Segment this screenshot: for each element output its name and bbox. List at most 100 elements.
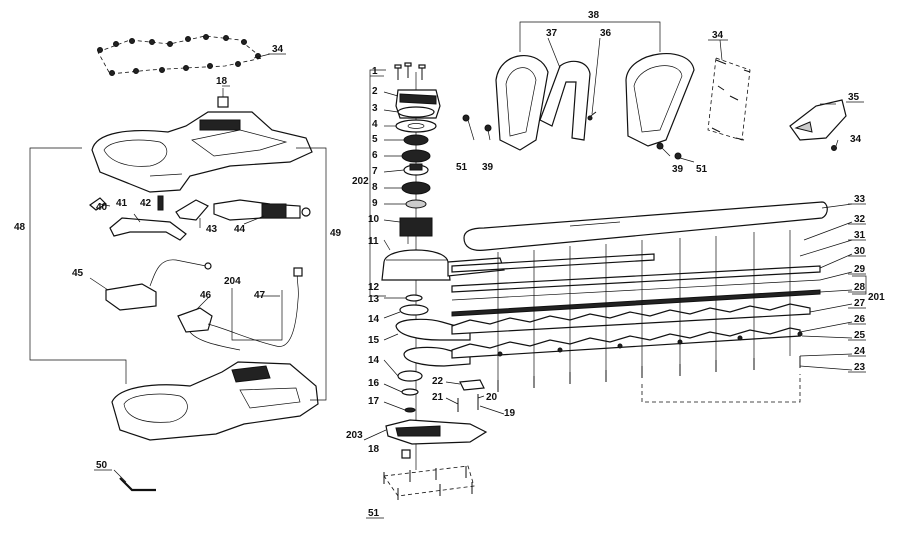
callout-48: 48 xyxy=(14,222,26,233)
pins-19-21 xyxy=(457,394,479,412)
callout-30: 30 xyxy=(854,246,866,257)
bracket-1-12 xyxy=(369,69,386,297)
callout-43: 43 xyxy=(206,224,218,235)
housing-upper xyxy=(91,111,313,193)
bottom-cover-203 xyxy=(385,419,488,445)
callout-20: 20 xyxy=(486,392,498,403)
callout-14b: 14 xyxy=(368,355,380,366)
callout-12: 12 xyxy=(368,282,380,293)
callout-18b: 18 xyxy=(368,444,380,455)
callout-17: 17 xyxy=(368,396,380,407)
callout-8: 8 xyxy=(372,182,378,193)
callout-9: 9 xyxy=(372,198,378,209)
knob-18b xyxy=(401,449,411,459)
callout-19: 19 xyxy=(504,408,516,419)
blade-26 xyxy=(451,327,801,359)
callout-51b: 51 xyxy=(696,164,708,175)
bar-31 xyxy=(451,253,655,273)
callout-34c: 34 xyxy=(850,134,862,145)
callout-1: 1 xyxy=(372,66,378,77)
callout-45: 45 xyxy=(72,268,84,279)
shaft-lines xyxy=(497,230,791,380)
callout-23: 23 xyxy=(854,362,866,373)
callout-201: 201 xyxy=(868,292,885,303)
bolt-bracket xyxy=(641,374,801,403)
screw-51a xyxy=(462,114,470,122)
washer-3 xyxy=(397,106,435,118)
screw-set-34b xyxy=(707,57,751,141)
bracket-38 xyxy=(519,21,661,52)
spring-42 xyxy=(157,195,164,211)
callout-13: 13 xyxy=(368,294,380,305)
blade-27 xyxy=(451,303,811,335)
callout-31: 31 xyxy=(854,230,866,241)
spacer-14a xyxy=(399,304,429,316)
gear-housing-10 xyxy=(399,217,433,244)
callout-34b: 34 xyxy=(712,30,724,41)
callout-18a: 18 xyxy=(216,76,228,87)
screw-51b xyxy=(674,152,682,160)
bolts-23 xyxy=(497,356,801,392)
grip-37 xyxy=(539,60,591,141)
callout-44: 44 xyxy=(234,224,246,235)
battery-connector-45 xyxy=(105,259,212,311)
callout-labels: 1 2 3 4 5 6 7 202 8 9 10 11 12 13 14 15 … xyxy=(14,10,885,519)
callout-40: 40 xyxy=(96,202,108,213)
callout-16: 16 xyxy=(368,378,380,389)
gear-7 xyxy=(403,163,429,176)
spacer-14b xyxy=(397,370,423,382)
switch-41 xyxy=(109,217,187,241)
callout-27: 27 xyxy=(854,298,866,309)
callout-underlines xyxy=(94,39,866,519)
blade-guard-33 xyxy=(463,201,828,251)
blade-28 xyxy=(451,289,821,317)
screws-1 xyxy=(394,62,426,80)
bracket-43 xyxy=(175,199,209,221)
callout-2: 2 xyxy=(372,86,378,97)
bracket-204 xyxy=(231,288,283,341)
callout-28: 28 xyxy=(854,282,866,293)
cover-35 xyxy=(789,99,847,141)
callout-51c: 51 xyxy=(368,508,380,519)
callout-37: 37 xyxy=(546,28,558,39)
gear-8 xyxy=(401,181,431,195)
callout-49: 49 xyxy=(330,228,342,239)
callout-22: 22 xyxy=(432,376,444,387)
callout-50: 50 xyxy=(96,460,108,471)
callout-4: 4 xyxy=(372,119,378,130)
bracket-48 xyxy=(29,147,127,384)
front-guard xyxy=(495,55,549,151)
callout-21: 21 xyxy=(432,392,444,403)
leader-lines xyxy=(89,37,853,483)
callout-38: 38 xyxy=(588,10,600,21)
bearing-9 xyxy=(405,199,427,209)
gear-6 xyxy=(401,149,431,163)
callout-34a: 34 xyxy=(272,44,284,55)
callout-24: 24 xyxy=(854,346,866,357)
bracket-201 xyxy=(852,275,867,295)
callout-51a: 51 xyxy=(456,162,468,173)
screw-39b xyxy=(656,142,664,150)
callout-202: 202 xyxy=(352,176,369,187)
hex-key-50 xyxy=(119,477,156,492)
callout-203: 203 xyxy=(346,430,363,441)
spacer-29 xyxy=(451,279,821,301)
callout-35: 35 xyxy=(848,92,860,103)
callout-7: 7 xyxy=(372,166,378,177)
switch-module-44 xyxy=(213,199,311,221)
callout-6: 6 xyxy=(372,150,378,161)
screw-34c xyxy=(831,145,837,151)
callout-25: 25 xyxy=(854,330,866,341)
callout-15: 15 xyxy=(368,335,380,346)
callout-36: 36 xyxy=(600,28,612,39)
callout-26: 26 xyxy=(854,314,866,325)
callout-47: 47 xyxy=(254,290,266,301)
callout-29: 29 xyxy=(854,264,866,275)
washer-13 xyxy=(405,294,423,302)
callout-41: 41 xyxy=(116,198,128,209)
callout-42: 42 xyxy=(140,198,152,209)
callout-5: 5 xyxy=(372,134,378,145)
plate-22 xyxy=(459,379,485,391)
